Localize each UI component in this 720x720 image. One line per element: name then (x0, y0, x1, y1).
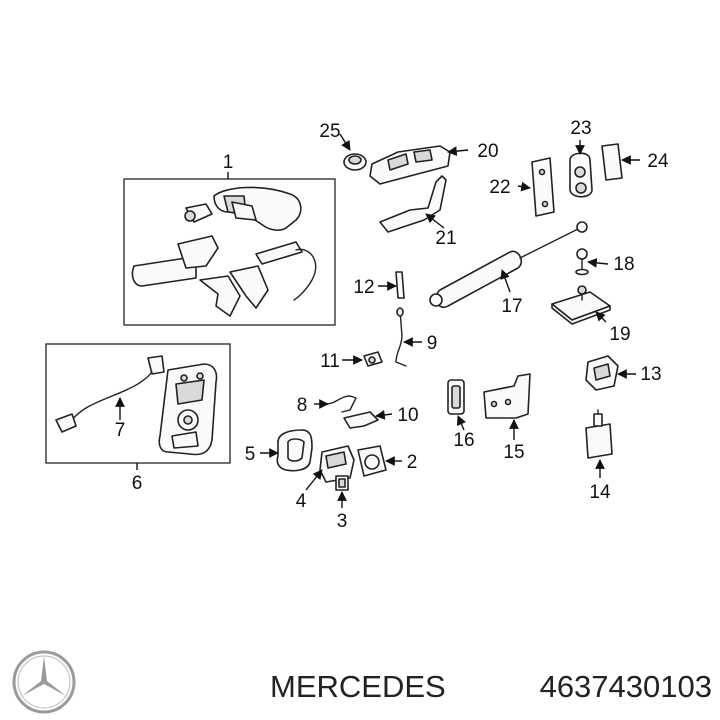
callout-1: 1 (223, 152, 234, 173)
group-box-6 (45, 343, 231, 464)
callout-17: 17 (501, 296, 522, 317)
part-25-clip (343, 153, 367, 171)
part-15-hinge-bracket (483, 373, 531, 419)
part-5-gasket (276, 429, 313, 472)
callout-10: 10 (397, 405, 418, 426)
callout-6: 6 (132, 473, 143, 494)
callout-9: 9 (427, 333, 438, 354)
part-11-clip (363, 351, 383, 367)
callout-15: 15 (503, 442, 524, 463)
group-box-1 (123, 178, 336, 326)
callout-7: 7 (115, 420, 126, 441)
callout-20: 20 (477, 141, 498, 162)
part-23-roller (569, 152, 593, 198)
leader-lines (115, 133, 640, 508)
part-14-switch (585, 409, 613, 459)
part-21-rod (379, 175, 447, 233)
mercedes-star-icon (12, 650, 76, 714)
callout-18: 18 (613, 254, 634, 275)
part-3-switch (335, 475, 349, 491)
callout-11: 11 (320, 351, 340, 372)
part-9-rod (395, 307, 407, 367)
part-10-lever (343, 411, 379, 429)
part-number: 4637430103 (540, 669, 712, 704)
callout-24: 24 (647, 151, 669, 172)
part-2-seal (357, 445, 387, 477)
callout-25: 25 (319, 121, 340, 142)
part-18-ball-stud (575, 248, 589, 276)
part-24-pad (601, 143, 623, 181)
callout-22: 22 (489, 177, 510, 198)
callout-8: 8 (297, 395, 308, 416)
callout-23: 23 (570, 118, 591, 139)
callout-5: 5 (245, 444, 256, 465)
part-17-gas-spring (429, 221, 588, 309)
callout-3: 3 (337, 511, 348, 532)
callout-4: 4 (296, 491, 307, 512)
part-13-block (585, 355, 619, 391)
part-22-strap (531, 157, 555, 217)
callout-12: 12 (353, 277, 374, 298)
callout-labels: 1 2 3 4 5 6 7 8 9 10 11 12 13 14 15 16 1… (115, 118, 669, 532)
part-16-bumper (447, 379, 465, 415)
callout-21: 21 (435, 228, 456, 249)
callout-2: 2 (407, 452, 418, 473)
part-12-pin (395, 271, 405, 299)
part-4-housing (319, 445, 355, 483)
latch-assembly-part (55, 355, 218, 456)
callout-13: 13 (640, 364, 661, 385)
part-8-link (325, 395, 357, 413)
callout-19: 19 (609, 324, 630, 345)
callout-16: 16 (453, 430, 474, 451)
outside-handle-part (131, 186, 317, 317)
brand-name: MERCEDES (270, 669, 446, 704)
callout-14: 14 (589, 482, 611, 503)
part-19-plate (551, 285, 611, 325)
part-20-bracket (369, 145, 451, 185)
